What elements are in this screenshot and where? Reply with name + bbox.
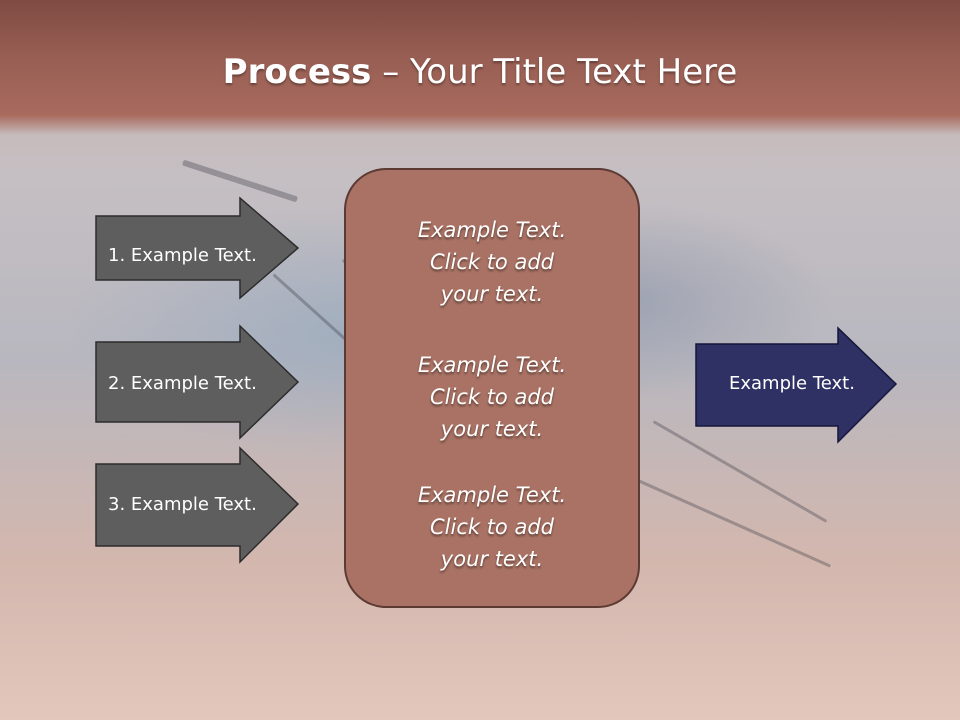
- left-arrow-1[interactable]: [94, 196, 302, 302]
- left-arrow-3-label: 3. Example Text.: [108, 494, 257, 515]
- title-dash: –: [371, 52, 411, 92]
- text-block-2: Example Text. Click to add your text.: [346, 349, 638, 445]
- left-arrow-3[interactable]: [94, 446, 302, 566]
- text-block-1-line-2: Click to add: [429, 250, 554, 274]
- background-lash: [628, 475, 832, 568]
- text-block-3: Example Text. Click to add your text.: [346, 479, 638, 575]
- text-block-3-line-2: Click to add: [429, 515, 554, 539]
- text-block-1-line-1: Example Text.: [417, 218, 567, 242]
- left-arrow-1-label: 1. Example Text.: [108, 245, 257, 266]
- right-arrow[interactable]: [694, 326, 900, 446]
- text-block-2-line-2: Click to add: [429, 385, 554, 409]
- slide-title[interactable]: Process – Your Title Text Here: [0, 52, 960, 92]
- title-bar: [0, 0, 960, 135]
- left-arrow-2[interactable]: [94, 324, 302, 442]
- center-text-box[interactable]: Example Text. Click to add your text. Ex…: [344, 168, 640, 608]
- text-block-3-line-3: your text.: [440, 547, 544, 571]
- text-block-3-line-1: Example Text.: [417, 483, 567, 507]
- left-arrow-2-label: 2. Example Text.: [108, 373, 257, 394]
- text-block-1-line-3: your text.: [440, 282, 544, 306]
- title-bold: Process: [222, 52, 372, 92]
- text-block-2-line-3: your text.: [440, 417, 544, 441]
- right-arrow-label: Example Text.: [729, 373, 855, 394]
- text-block-1: Example Text. Click to add your text.: [346, 214, 638, 310]
- title-rest: Your Title Text Here: [410, 52, 738, 92]
- text-block-2-line-1: Example Text.: [417, 353, 567, 377]
